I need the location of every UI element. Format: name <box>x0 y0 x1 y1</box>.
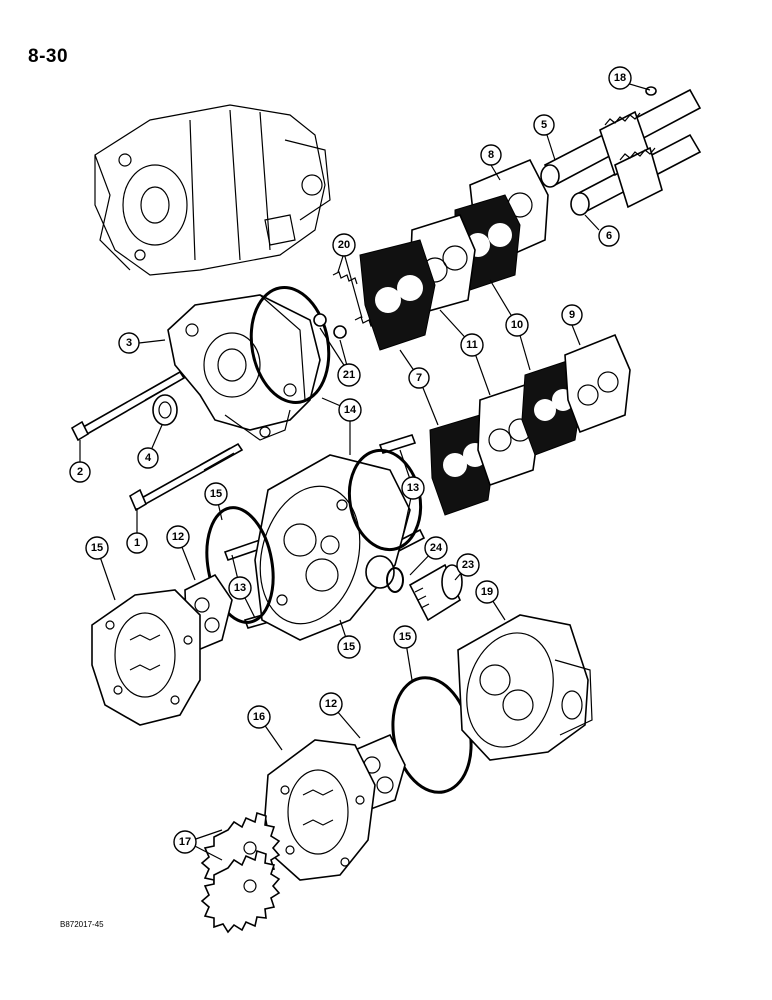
callout-6: 6 <box>598 225 620 247</box>
gasket-9 <box>564 333 631 434</box>
bolt-1 <box>128 442 244 512</box>
svg-text:9: 9 <box>569 309 575 321</box>
callout-18: 17 <box>173 830 197 854</box>
callout-15-lower: 15 <box>393 625 417 649</box>
o-ring-front <box>249 286 331 404</box>
callout-13-lower: 13 <box>228 576 252 600</box>
svg-text:13: 13 <box>234 582 246 594</box>
callout-22: 21 <box>337 363 361 387</box>
callout-8: 8 <box>480 144 502 166</box>
svg-text:18: 18 <box>614 72 626 84</box>
svg-text:20: 20 <box>338 239 350 251</box>
callout-15-left: 15 <box>204 482 228 506</box>
svg-text:4: 4 <box>145 452 152 464</box>
o-ring-left <box>205 506 275 624</box>
svg-text:12: 12 <box>172 531 184 543</box>
callout-21: 20 <box>332 233 356 257</box>
svg-text:23: 23 <box>462 559 474 571</box>
callout-12-right: 12 <box>319 692 343 716</box>
callout-4: 4 <box>137 447 159 469</box>
callout-17: 16 <box>247 705 271 729</box>
drive-gear-shafts <box>540 86 702 216</box>
callout-7: 7 <box>408 367 430 389</box>
svg-text:5: 5 <box>541 119 547 131</box>
svg-text:1: 1 <box>134 537 140 549</box>
assembled-pump-illustration <box>94 104 331 276</box>
svg-text:16: 16 <box>253 711 265 723</box>
relief-springs <box>313 271 380 339</box>
svg-text:17: 17 <box>179 836 191 848</box>
callout-5: 5 <box>533 114 555 136</box>
bolt-2 <box>70 370 186 442</box>
o-ring-24 <box>386 567 404 593</box>
svg-text:15: 15 <box>399 631 411 643</box>
front-housing <box>167 294 321 441</box>
callout-14: 15 <box>85 536 109 560</box>
svg-text:11: 11 <box>466 339 478 351</box>
svg-text:12: 12 <box>325 698 337 710</box>
svg-text:10: 10 <box>511 319 523 331</box>
shaft-seal <box>152 394 178 426</box>
callout-10: 10 <box>505 313 529 337</box>
callout-19: 18 <box>608 66 632 90</box>
svg-text:6: 6 <box>606 230 612 242</box>
fitting-23 <box>408 563 463 622</box>
callout-15-upper: 14 <box>338 398 362 422</box>
svg-text:15: 15 <box>210 488 222 500</box>
svg-text:14: 14 <box>344 404 357 416</box>
gear-ring-17 <box>264 739 376 881</box>
callout-2: 2 <box>69 461 91 483</box>
plate-7-upper <box>359 239 436 351</box>
svg-text:19: 19 <box>481 586 493 598</box>
svg-text:13: 13 <box>407 482 419 494</box>
drawing-code: B872017-45 <box>60 920 104 929</box>
svg-text:21: 21 <box>343 369 355 381</box>
callout-3: 3 <box>118 332 140 354</box>
gear-housing <box>254 454 411 641</box>
page-number: 8-30 <box>28 46 69 67</box>
callout-9: 9 <box>561 304 583 326</box>
callout-1: 1 <box>126 532 148 554</box>
svg-text:3: 3 <box>126 337 132 349</box>
callout-13-upper: 13 <box>401 476 425 500</box>
gear-ring-14 <box>91 589 201 726</box>
svg-text:15: 15 <box>91 542 103 554</box>
callout-11: 11 <box>460 333 484 357</box>
callout-20: 19 <box>475 580 499 604</box>
svg-text:7: 7 <box>416 372 422 384</box>
rear-housing <box>457 614 593 761</box>
callout-24: 24 <box>424 536 448 560</box>
callout-16: 15 <box>337 635 361 659</box>
gears-18 <box>200 811 281 934</box>
svg-text:15: 15 <box>343 641 355 653</box>
svg-text:24: 24 <box>430 542 443 554</box>
svg-text:8: 8 <box>488 149 494 161</box>
callout-23: 23 <box>456 553 480 577</box>
svg-text:2: 2 <box>77 466 83 478</box>
callout-12-left: 12 <box>166 525 190 549</box>
